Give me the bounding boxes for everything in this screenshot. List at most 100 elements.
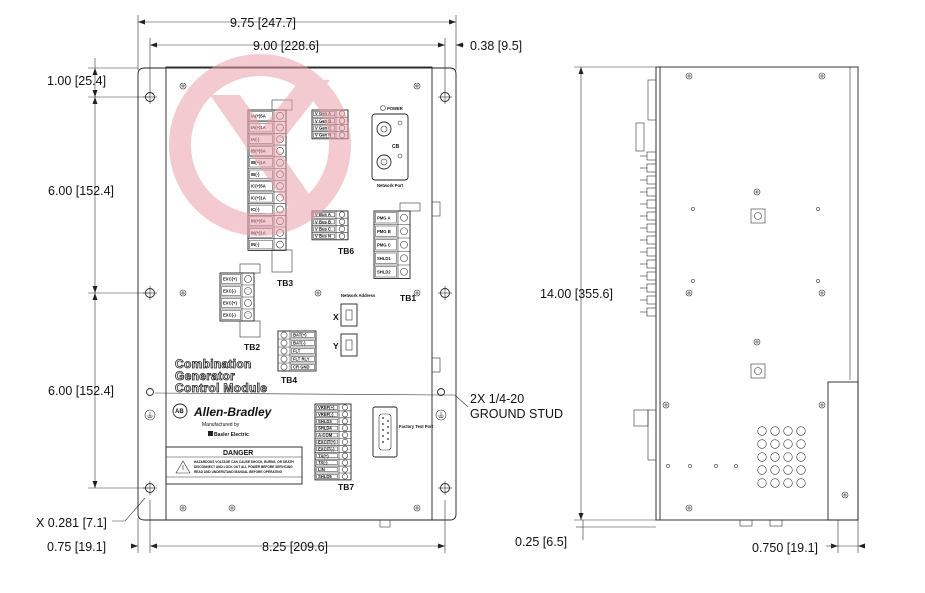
side-view [574,66,865,553]
terminal-screw-icon [338,225,346,233]
terminal-pin-label: LIN [318,467,325,472]
terminal-pin-label: TX(+) [318,453,329,458]
warning-text-2: DISCONNECT AND LOCK OUT ALL POWER BEFORE… [194,465,293,469]
terminal-pin-label: V Gen B [315,118,331,123]
terminal-screw-icon [342,459,348,466]
dim-side-base: 0.25 [6.5] [515,535,567,549]
terminal-screw-icon [400,213,408,222]
ground-stud-callout-line1: 2X 1/4-20 [470,392,524,406]
panel-screws [179,82,421,512]
terminal-screw-icon [342,452,348,459]
warning-text-1: HAZARDOUS VOLTAGE CAN CAUSE SHOCK, BURNS… [194,460,294,464]
terminal-pin-label: SHLD1 [377,256,391,261]
terminal-pin-label: EXCIT(+) [318,439,336,444]
ab-logo-icon [172,403,188,419]
cb-label: CB [392,144,400,150]
module-title-line2: Generator [175,369,235,383]
terminal-pin-label: EXC(-) [223,313,236,318]
terminal-screw-icon [400,254,408,263]
terminal-screw-icon [342,438,348,445]
terminal-pin-label: V Bus B [315,219,331,224]
terminal-pin-label: BAT(-) [293,341,306,346]
terminal-screw-icon [400,240,408,249]
terminal-pin-label: EXC(+) [223,301,237,306]
switch-y-label: Y [333,341,339,351]
dim-upper-spacing: 6.00 [152.4] [48,184,114,198]
terminal-pin-label: FLT [293,349,301,354]
dim-height: 14.00 [355.6] [540,287,613,301]
terminal-blocks: IA(+)5AIA(+)1AIA(-)IB(+)5AIB(+)1AIB(-)IC… [219,99,421,481]
tb4-label: TB4 [281,375,297,385]
terminal-screw-icon [244,299,252,307]
terminal-screw-icon [338,233,346,240]
dim-left-offset: 0.75 [19.1] [47,540,106,554]
terminal-screw-icon [342,445,348,452]
ab-logo-text: AB [175,409,184,415]
network-port [371,105,409,181]
terminal-pin-label: V Bus A [315,212,331,217]
terminal-pin-label: IN(-) [251,242,260,247]
terminal-screw-icon [342,411,348,418]
module-title-line3: Control Module [175,381,267,395]
basler-logo-icon [208,431,213,436]
terminal-screw-icon [342,404,348,411]
dim-side-depth: 0.750 [19.1] [752,541,818,555]
dim-hole-diameter: X 0.281 [7.1] [36,516,107,530]
terminal-pin-label: EXC(+) [223,277,237,282]
terminal-pin-label: PMG B [377,229,391,234]
terminal-pin-label: V Gen C [315,126,331,131]
vent-grid [757,426,806,488]
warning-text-3: READ AND UNDERSTAND MANUAL BEFORE OPERAT… [194,470,283,474]
network-address-label: Network Address [341,293,376,298]
terminal-screw-icon [244,287,252,295]
terminal-pin-label: SHLD2 [377,269,391,274]
terminal-screw-icon [280,363,288,371]
dimension-lines [88,15,469,553]
side-screws [662,72,849,512]
side-edge-terminals [633,79,657,461]
terminal-pin-label: FLT RLY [293,357,310,362]
dim-bottom-spacing: 8.25 [209.6] [262,540,328,554]
maker-name: Basler Electric [214,432,249,438]
terminal-pin-label: VREF(-) [318,412,334,417]
danger-heading: DANGER [223,450,253,457]
terminal-screw-icon [280,347,288,355]
factory-test-port-label: Factory Test Port [399,424,434,429]
terminal-screw-icon [276,240,284,249]
tb7-label: TB7 [338,482,354,492]
tb3-label: TB3 [277,278,293,288]
terminal-pin-label: VREF(+) [318,405,335,410]
terminal-pin-label: IC(+)5A [251,184,266,189]
front-panel [137,66,457,528]
terminal-pin-label: EXC(-) [223,289,236,294]
terminal-pin-label: SHLD3 [318,419,332,424]
terminal-pin-label: PMG A [377,215,391,220]
switch-x-label: X [333,312,339,322]
terminal-pin-label: EXCIT(-) [318,446,335,451]
terminal-pin-label: A-COM [318,433,333,438]
terminal-screw-icon [244,311,252,319]
terminal-pin-label: PMG C [377,242,391,247]
terminal-pin-label: V Bus N [315,234,331,239]
terminal-pin-label: CR GND [293,365,310,370]
tb1-label: TB1 [400,293,416,303]
terminal-screw-icon [342,432,348,439]
tb2-label: TB2 [244,342,260,352]
terminal-screw-icon [280,355,288,363]
terminal-pin-label: SHLD5 [318,474,332,479]
ground-stud-callout-line2: GROUND STUD [470,407,563,421]
network-address-switches [340,303,358,357]
terminal-screw-icon [400,227,408,236]
terminal-screw-icon [342,418,348,425]
dim-top-offset: 1.00 [25.4] [47,74,106,88]
terminal-pin-label: IA(+)5A [251,113,266,118]
mounting-holes [143,90,452,495]
module-title-line1: Combination [175,357,252,371]
terminal-pin-label: TX(-) [318,460,328,465]
network-port-label: Network Port [377,183,404,188]
terminal-pin-label: SHLD4 [318,426,332,431]
terminal-screw-icon [244,275,252,283]
